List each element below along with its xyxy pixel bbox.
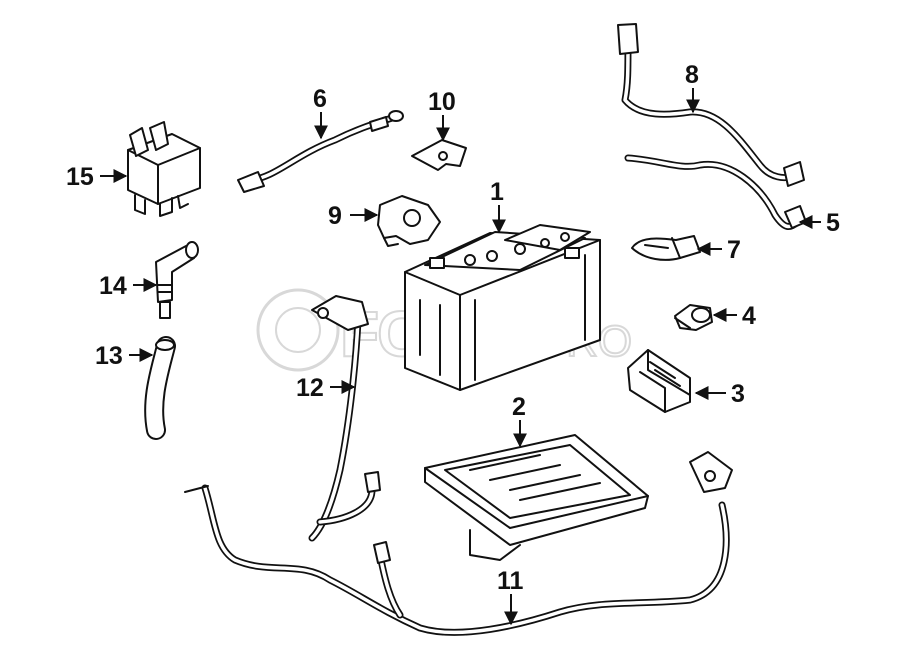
callout-label-7: 7 bbox=[727, 236, 741, 264]
battery-tray-part bbox=[424, 434, 649, 561]
plate-part bbox=[411, 139, 467, 171]
relay-part bbox=[127, 121, 201, 217]
callout-label-8: 8 bbox=[685, 61, 699, 89]
hose-part bbox=[144, 336, 176, 440]
clip-part bbox=[631, 235, 701, 261]
bolt-part bbox=[674, 304, 713, 331]
callout-15: 15 bbox=[66, 163, 128, 191]
callout-9: 9 bbox=[328, 202, 379, 230]
callout-13: 13 bbox=[95, 342, 154, 370]
callout-11: 11 bbox=[497, 567, 524, 626]
callout-label-6: 6 bbox=[313, 85, 327, 113]
cable-5-part bbox=[624, 154, 807, 230]
battery-part bbox=[404, 224, 601, 391]
callout-5: 5 bbox=[798, 209, 840, 237]
callout-7: 7 bbox=[696, 236, 741, 264]
callout-label-13: 13 bbox=[95, 342, 123, 370]
callout-label-4: 4 bbox=[742, 302, 756, 330]
callout-2: 2 bbox=[512, 393, 527, 448]
callout-3: 3 bbox=[694, 380, 745, 408]
cable-6-part bbox=[237, 110, 404, 193]
callout-10: 10 bbox=[428, 88, 456, 142]
callout-12: 12 bbox=[296, 374, 356, 402]
cable-12-part bbox=[308, 295, 381, 542]
callout-label-11: 11 bbox=[497, 567, 524, 595]
cable-11-part bbox=[184, 451, 733, 636]
callout-label-12: 12 bbox=[296, 374, 324, 402]
callout-14: 14 bbox=[99, 272, 158, 300]
elbow-fitting-part bbox=[155, 241, 199, 319]
callout-1: 1 bbox=[490, 178, 506, 234]
bracket-part bbox=[627, 349, 691, 413]
callout-label-2: 2 bbox=[512, 393, 526, 421]
callout-6: 6 bbox=[313, 85, 328, 140]
callout-label-1: 1 bbox=[490, 178, 504, 206]
callout-label-10: 10 bbox=[428, 88, 456, 116]
callout-label-3: 3 bbox=[731, 380, 745, 408]
callout-label-15: 15 bbox=[66, 163, 94, 191]
terminal-part bbox=[377, 195, 441, 247]
callout-label-14: 14 bbox=[99, 272, 127, 300]
callout-label-9: 9 bbox=[328, 202, 342, 230]
callout-8: 8 bbox=[685, 61, 700, 114]
callout-label-5: 5 bbox=[826, 209, 840, 237]
callout-4: 4 bbox=[712, 302, 756, 330]
